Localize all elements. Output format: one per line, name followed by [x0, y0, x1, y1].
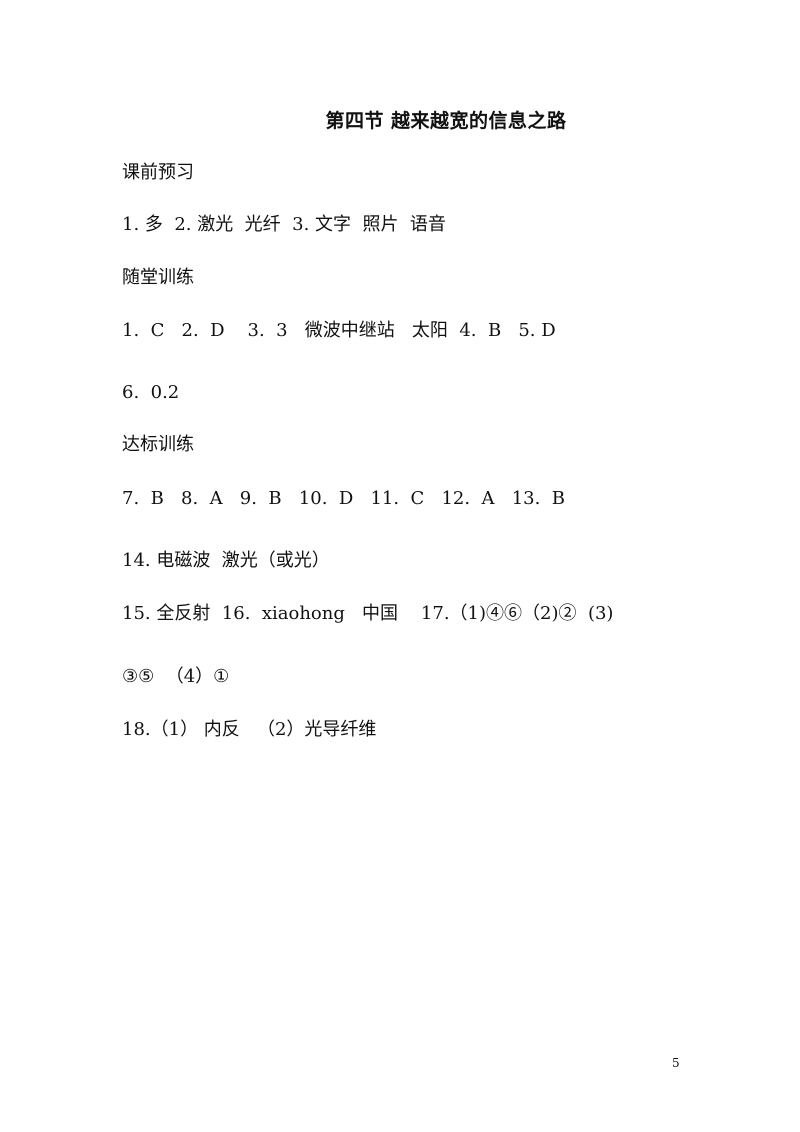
answer-line: 7. B 8. A 9. B 10. D 11. C 12. A 13. B — [122, 488, 566, 509]
section-heading-preview: 课前预习 — [122, 162, 194, 183]
answer-line: 15. 全反射 16. xiaohong 中国 17.（1)④⑥（2)② (3) — [122, 603, 614, 624]
answer-line: 6. 0.2 — [122, 382, 180, 403]
section-heading-target: 达标训练 — [122, 434, 194, 455]
answer-line: 18.（1） 内反 （2）光导纤维 — [122, 719, 377, 740]
answer-line: 1. 多 2. 激光 光纤 3. 文字 照片 语音 — [122, 214, 446, 235]
page-number: 5 — [672, 1056, 680, 1070]
section-heading-class: 随堂训练 — [122, 267, 194, 288]
answer-line: ③⑤ （4）① — [122, 666, 230, 687]
page-title: 第四节 越来越宽的信息之路 — [325, 110, 567, 132]
answer-line: 1. C 2. D 3. 3 微波中继站 太阳 4. B 5. D — [122, 320, 556, 341]
answer-line: 14. 电磁波 激光（或光） — [122, 550, 330, 571]
